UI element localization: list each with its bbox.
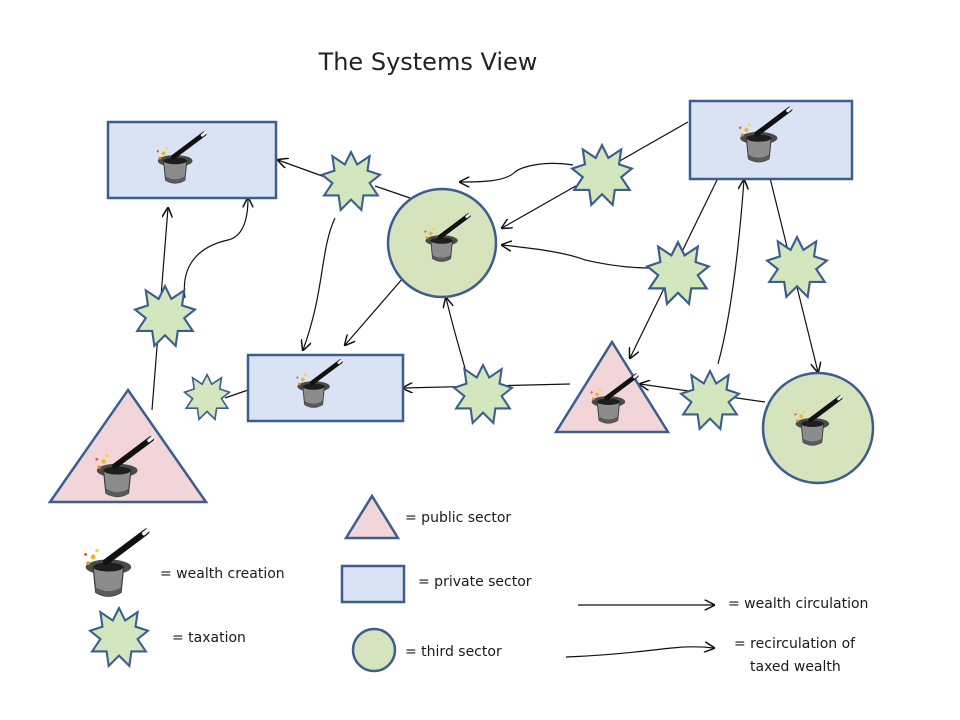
legend-wealth-creation: = wealth creation [160, 566, 285, 582]
legend: = wealth creation = taxation = public se… [84, 493, 868, 675]
third-sector-circle-2 [761, 371, 875, 485]
arrow-burst4-to-circle1 [502, 245, 651, 269]
legend-recirculation-line1: = recirculation of [734, 636, 856, 652]
taxation-icon [88, 606, 150, 668]
legend-recirculation-line2: taxed wealth [750, 659, 841, 675]
line-group [224, 185, 411, 399]
taxation-burst-7 [679, 370, 741, 431]
legend-private-sector: = private sector [418, 574, 532, 590]
private-sector-rect-3 [688, 99, 854, 181]
third-sector-circle-1 [386, 187, 498, 299]
taxation-burst-5 [183, 373, 231, 421]
taxation-burst-3 [571, 144, 633, 206]
public-sector-triangle-2 [553, 339, 671, 434]
line-circle1-to-burst1 [374, 185, 411, 199]
diagram-title: The Systems View [318, 48, 538, 76]
arrow-burst6-to-circle1 [446, 298, 467, 373]
public-sector-triangle-1 [47, 387, 209, 504]
arrow-burst1-to-rect2 [303, 217, 336, 350]
legend-wealth-circulation: = wealth circulation [728, 596, 868, 612]
public-sector-legend-shape [343, 493, 401, 540]
recirculation-arrow [565, 647, 714, 658]
arrow-burst1-to-rect1 [278, 160, 326, 178]
private-sector-legend-shape [340, 564, 406, 604]
legend-public-sector: = public sector [405, 510, 511, 526]
taxation-burst-6 [452, 363, 514, 425]
taxation-burst-2 [134, 285, 196, 347]
third-sector-legend-shape [351, 627, 397, 673]
arrow-circle1-to-rect2 [345, 269, 411, 345]
arrow-burst7-to-rect3 [717, 180, 744, 365]
private-sector-rect-2 [246, 353, 405, 423]
legend-taxation: = taxation [172, 630, 246, 646]
private-sector-rect-1 [106, 120, 278, 200]
taxation-burst-1 [321, 151, 381, 211]
arrow-burst2-to-rect1 [183, 198, 248, 299]
wealth-creation-icon [84, 530, 148, 596]
legend-third-sector: = third sector [405, 644, 502, 660]
arrow-burst3-to-circle1 [460, 162, 574, 182]
taxation-burst-4 [646, 241, 710, 305]
line-burst5-to-rect2 [224, 389, 249, 399]
